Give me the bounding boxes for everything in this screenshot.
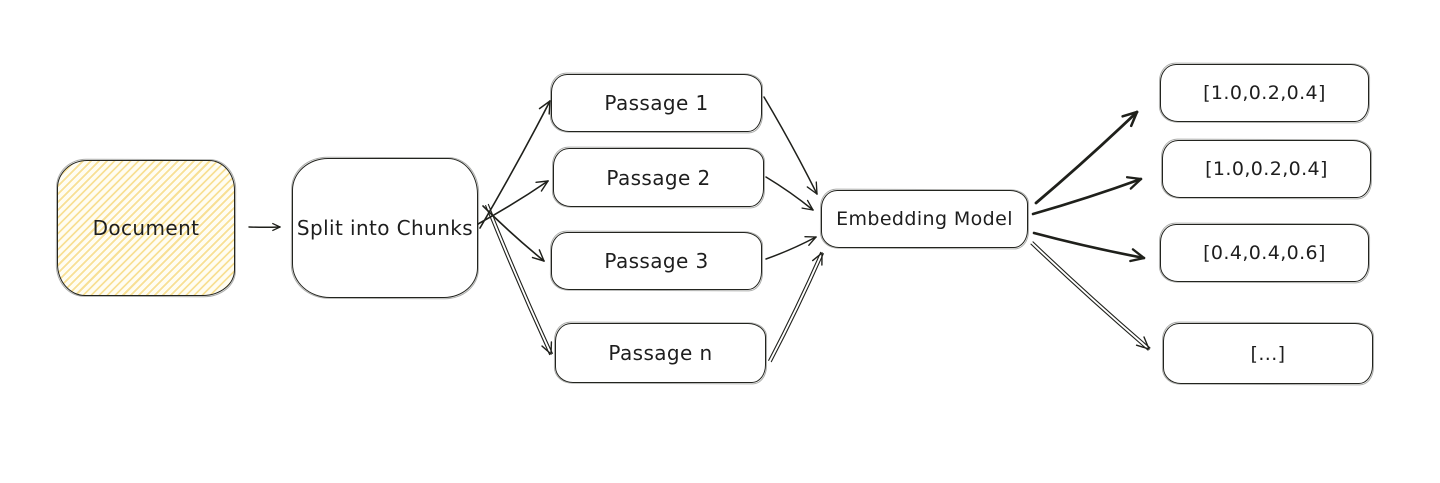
arrow-passage-1-to-embedding bbox=[763, 96, 818, 195]
arrow-embedding-to-vector-3 bbox=[1032, 231, 1146, 263]
node-passage-2-label: Passage 2 bbox=[606, 165, 711, 190]
node-vector-3-label: [0.4,0.4,0.6] bbox=[1203, 242, 1326, 264]
arrow-embedding-to-vector-4 bbox=[1030, 241, 1151, 351]
node-vector-ellipsis-label: [...] bbox=[1250, 342, 1286, 365]
node-passage-1-label: Passage 1 bbox=[604, 91, 709, 115]
node-passage-3: Passage 3 bbox=[551, 232, 762, 290]
node-vector-2-label: [1.0,0.2,0.4] bbox=[1205, 158, 1328, 180]
node-vector-2: [1.0,0.2,0.4] bbox=[1162, 140, 1371, 198]
arrow-embedding-to-vector-2 bbox=[1031, 176, 1143, 216]
arrow-passage-n-to-embedding bbox=[768, 251, 824, 363]
node-passage-n: Passage n bbox=[555, 323, 766, 383]
node-document-label: Document bbox=[92, 216, 200, 240]
node-vector-1: [1.0,0.2,0.4] bbox=[1160, 64, 1369, 122]
arrow-split-to-passage-1 bbox=[479, 100, 551, 229]
node-vector-1-label: [1.0,0.2,0.4] bbox=[1203, 82, 1326, 104]
arrow-embedding-to-vector-1 bbox=[1034, 110, 1139, 205]
arrow-split-to-passage-2 bbox=[477, 180, 549, 225]
arrow-split-to-passage-3 bbox=[482, 205, 545, 262]
node-passage-2: Passage 2 bbox=[553, 148, 764, 207]
arrow-passage-2-to-embedding bbox=[765, 176, 814, 211]
node-document: Document bbox=[57, 160, 235, 296]
node-split-label: Split into Chunks bbox=[296, 216, 474, 240]
node-passage-n-label: Passage n bbox=[608, 341, 713, 365]
arrow-split-to-passage-n bbox=[485, 203, 553, 356]
arrow-document-to-split bbox=[248, 222, 281, 232]
node-embedding-label: Embedding Model bbox=[836, 208, 1013, 230]
arrow-passage-3-to-embedding bbox=[765, 236, 817, 260]
node-passage-1: Passage 1 bbox=[551, 74, 762, 132]
node-embedding-model: Embedding Model bbox=[821, 190, 1028, 248]
node-vector-3: [0.4,0.4,0.6] bbox=[1160, 224, 1369, 282]
node-split-into-chunks: Split into Chunks bbox=[292, 158, 478, 298]
node-vector-ellipsis: [...] bbox=[1163, 323, 1373, 384]
node-passage-3-label: Passage 3 bbox=[604, 249, 709, 273]
